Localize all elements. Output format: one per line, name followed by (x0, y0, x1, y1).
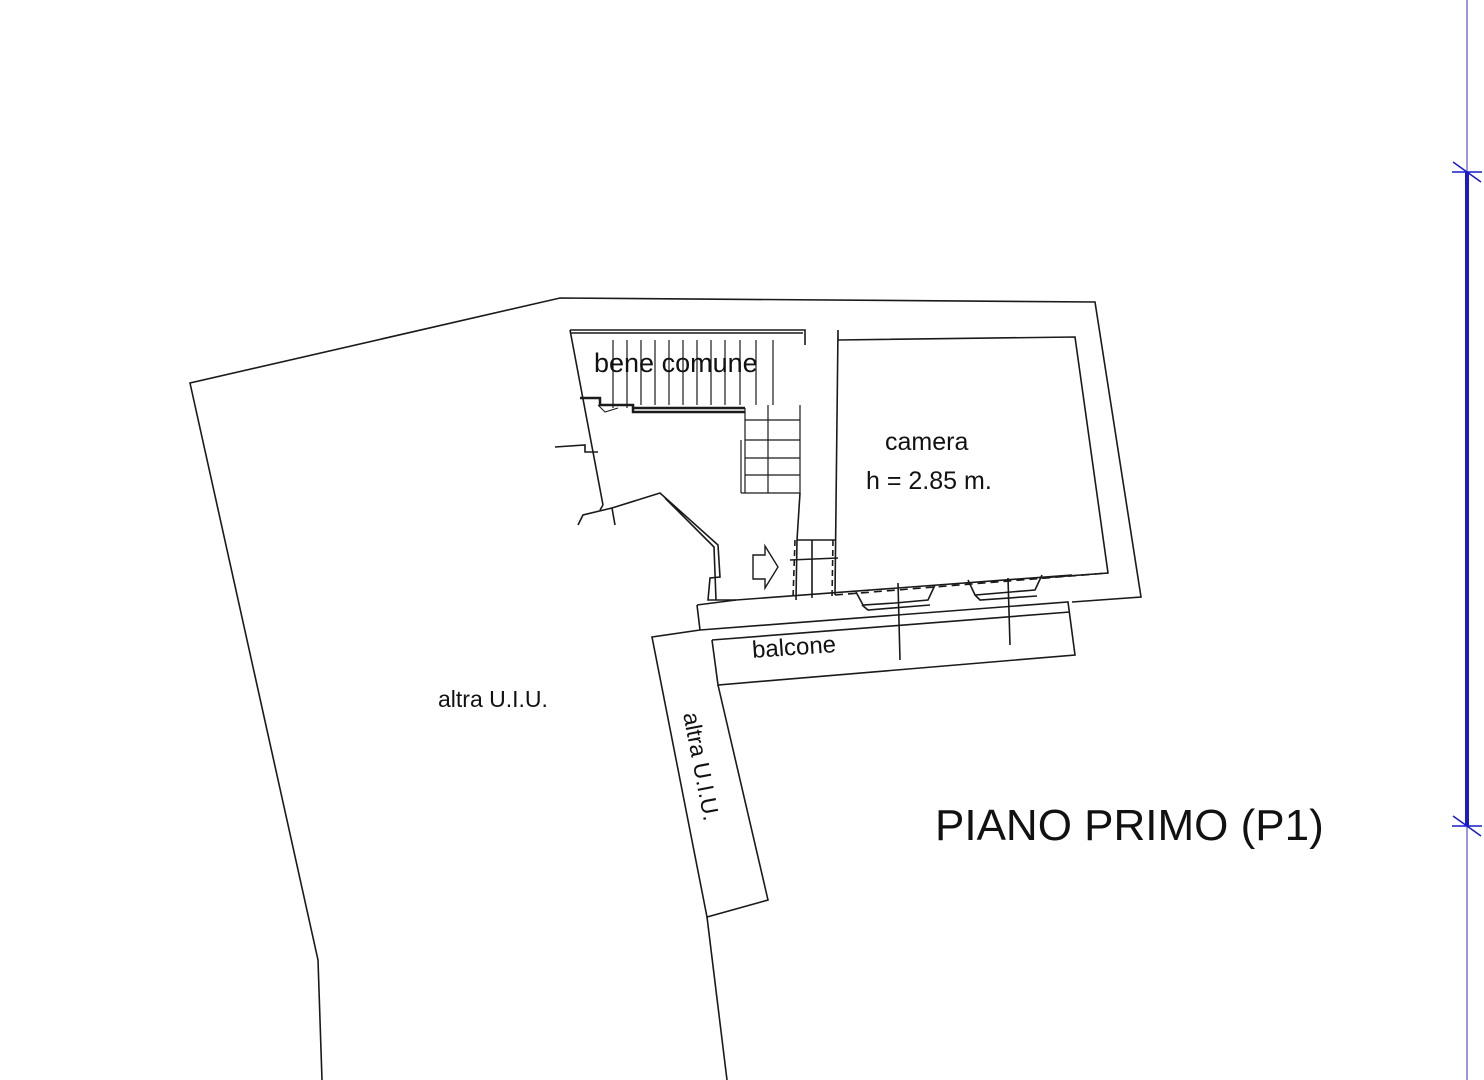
floor-title: PIANO PRIMO (P1) (935, 801, 1324, 850)
camera-room (834, 329, 1109, 596)
window-1 (855, 584, 936, 611)
stair-treads (580, 340, 801, 494)
label-altra-uiu-main: altra U.I.U. (438, 686, 548, 712)
scale-marker (1452, 0, 1482, 1080)
window-2 (967, 574, 1043, 601)
label-bene-comune: bene comune (594, 348, 758, 378)
entry-arrow (752, 543, 779, 591)
label-camera-height: h = 2.85 m. (866, 467, 992, 495)
stair-outline (569, 329, 806, 506)
building-outline (189, 297, 1142, 1080)
label-camera: camera (885, 428, 969, 456)
balcony (699, 601, 1076, 686)
label-balcone: balcone (751, 631, 837, 664)
camera-window-dashed (834, 572, 1109, 596)
